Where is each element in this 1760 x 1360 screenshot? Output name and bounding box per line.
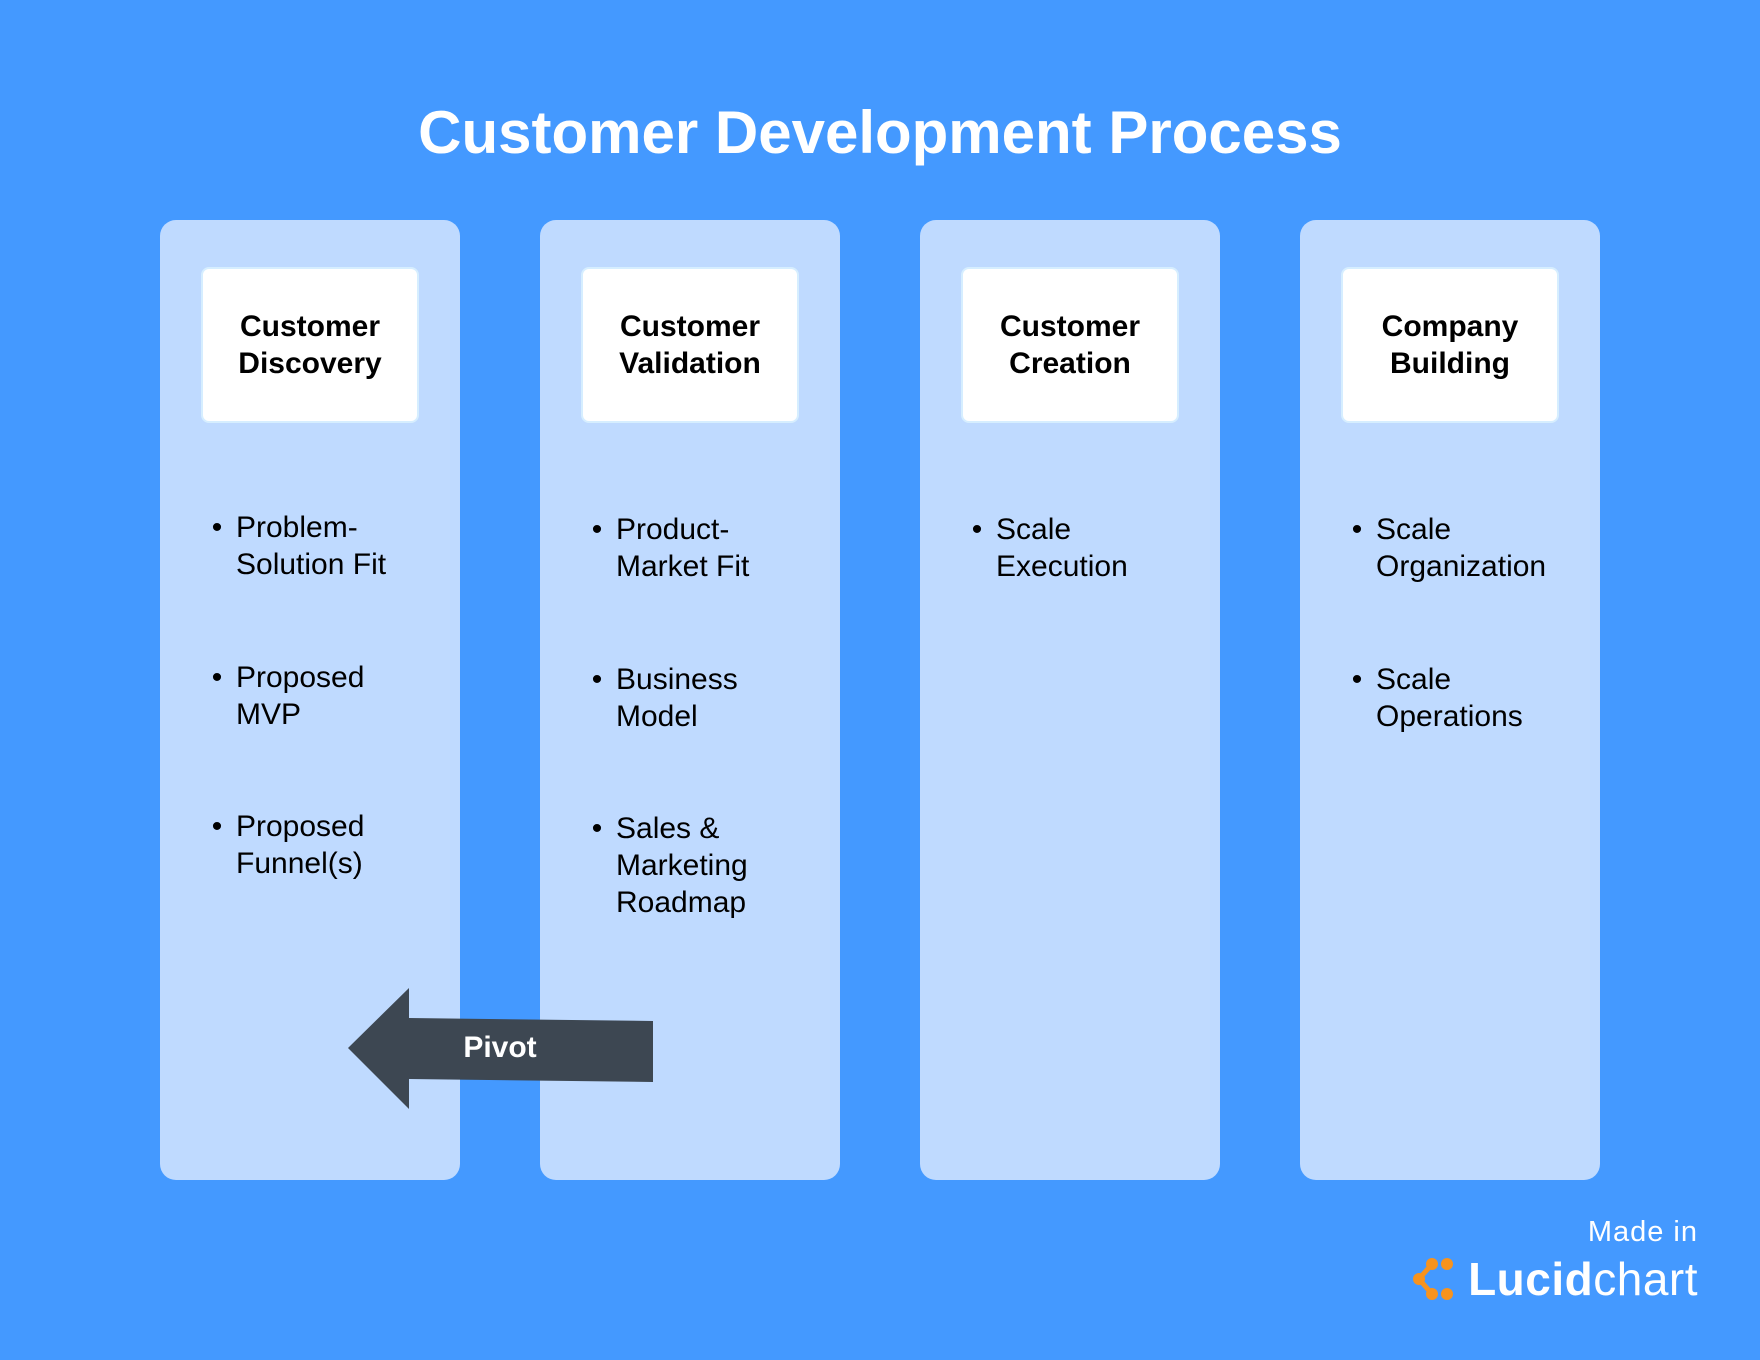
lucidchart-logo-icon bbox=[1413, 1258, 1454, 1300]
bullet-icon: • bbox=[591, 812, 603, 845]
stage-title-line: Company bbox=[1381, 310, 1519, 343]
bullet-icon: • bbox=[591, 513, 603, 546]
stage-header-box: Company Building bbox=[1341, 267, 1559, 423]
stage-title: Customer Creation bbox=[970, 308, 1170, 382]
bullet-icon: • bbox=[971, 513, 983, 546]
lucidchart-wordmark: Lucidchart bbox=[1468, 1253, 1698, 1305]
bullet-icon: • bbox=[591, 663, 603, 696]
bullet-icon: • bbox=[1351, 513, 1363, 546]
pivot-label: Pivot bbox=[463, 1031, 537, 1064]
lucidchart-logo: Lucidchart bbox=[1410, 1254, 1698, 1304]
stage-title-line: Customer bbox=[239, 310, 381, 343]
list-item-text: Proposed MVP bbox=[236, 661, 365, 731]
stage-column-customer-validation: Customer Validation • Product- Market Fi… bbox=[540, 220, 840, 1180]
stage-title: Company Building bbox=[1350, 308, 1550, 382]
stage-title-line: Building bbox=[1390, 347, 1510, 380]
stage-title: Customer Discovery bbox=[210, 308, 410, 382]
stage-title-line: Creation bbox=[1009, 347, 1131, 380]
list-item-text: Proposed Funnel(s) bbox=[236, 810, 365, 880]
diagram-title: Customer Development Process bbox=[418, 99, 1342, 166]
stage-title-line: Customer bbox=[999, 310, 1141, 343]
bullet-icon: • bbox=[211, 810, 223, 843]
branding: Made in Lucidchart bbox=[1410, 1214, 1698, 1304]
stage-column-customer-discovery: Customer Discovery • Problem- Solution F… bbox=[160, 220, 460, 1180]
list-item-text: Scale Operations bbox=[1376, 663, 1523, 733]
stage-title-line: Customer bbox=[619, 310, 761, 343]
list-item-text: Problem- Solution Fit bbox=[236, 511, 387, 581]
stage-column-customer-creation: Customer Creation • Scale Execution bbox=[920, 220, 1220, 1180]
made-in-label: Made in bbox=[1587, 1216, 1698, 1248]
list-item-text: Sales & Marketing Roadmap bbox=[616, 812, 748, 919]
stage-title: Customer Validation bbox=[590, 308, 790, 382]
stage-header-box: Customer Creation bbox=[961, 267, 1179, 423]
stage-column-company-building: Company Building • Scale Organization • … bbox=[1300, 220, 1600, 1180]
stage-title-line: Discovery bbox=[238, 347, 382, 380]
stage-title-line: Validation bbox=[619, 347, 761, 380]
list-item-text: Scale Organization bbox=[1376, 513, 1547, 583]
bullet-icon: • bbox=[211, 661, 223, 694]
stage-header-box: Customer Discovery bbox=[201, 267, 419, 423]
list-item-text: Product- Market Fit bbox=[616, 513, 750, 583]
bullet-icon: • bbox=[211, 511, 223, 544]
bullet-icon: • bbox=[1351, 663, 1363, 696]
list-item-text: Scale Execution bbox=[996, 513, 1128, 583]
stage-header-box: Customer Validation bbox=[581, 267, 799, 423]
list-item-text: Business Model bbox=[616, 663, 738, 733]
